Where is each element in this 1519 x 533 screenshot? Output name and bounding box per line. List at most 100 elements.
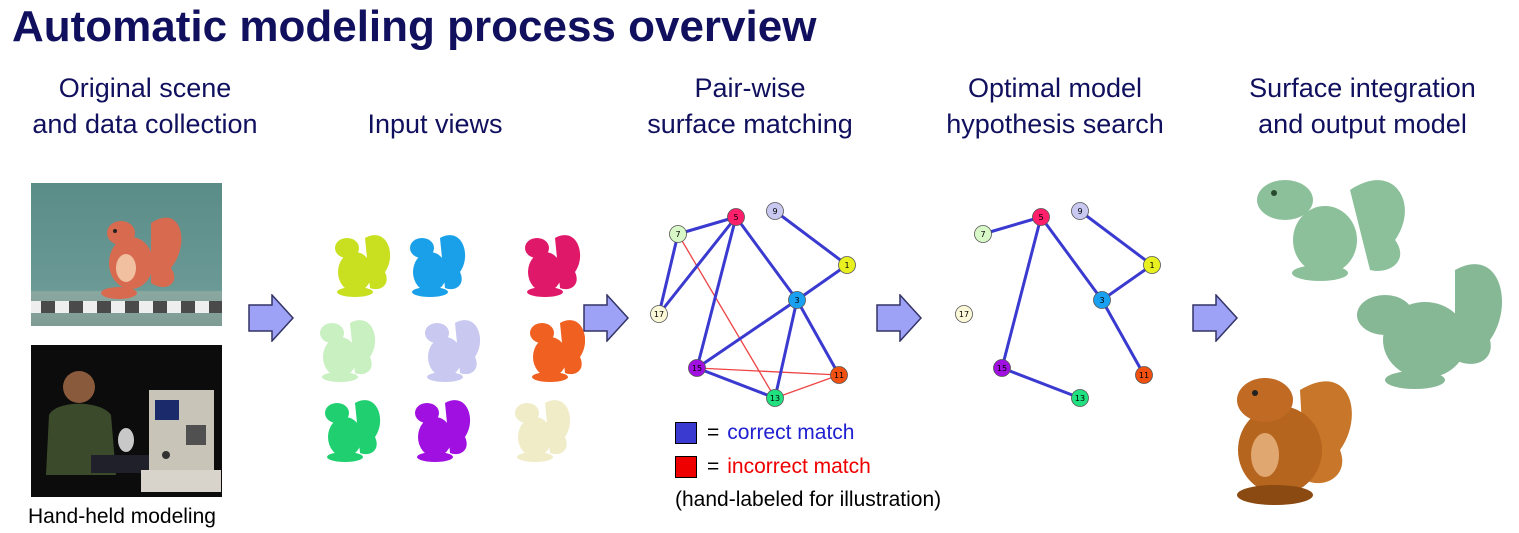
graph-node: [788, 291, 806, 309]
legend-swatch-correct: [675, 422, 697, 444]
stage-heading-line: Optimal model: [967, 73, 1143, 103]
graph-node: [766, 202, 784, 220]
original-scene-photo: [31, 183, 222, 326]
graph-node-label: 1: [844, 261, 849, 270]
graph-node-label: 17: [654, 310, 664, 319]
edge-correct: [774, 209, 848, 267]
edge-correct: [657, 233, 680, 315]
output-models: [1237, 180, 1503, 505]
input-view-squirrel: [335, 235, 391, 297]
photo-caption: Hand-held modeling: [28, 505, 216, 528]
graph-node-label: 3: [794, 296, 799, 305]
graph-node: [727, 208, 745, 226]
edge-correct: [1000, 216, 1043, 369]
graph-node-label: 11: [1139, 371, 1149, 380]
input-view-squirrel: [410, 235, 466, 297]
graph-node-label: 13: [1075, 394, 1085, 403]
graph-node: [830, 366, 848, 384]
output-model-green-top: [1257, 180, 1405, 281]
arrow-right-icon: [248, 294, 294, 342]
graph-node: [974, 225, 992, 243]
edge-correct: [734, 216, 799, 301]
stage-heading-line: Pair-wise: [694, 73, 806, 103]
edge-correct: [795, 299, 841, 376]
edge-correct: [1039, 216, 1104, 301]
graph-node: [838, 256, 856, 274]
input-view-squirrel: [530, 320, 585, 382]
input-view-squirrel: [515, 400, 571, 462]
stage-heading-input-views: Input views: [320, 106, 550, 142]
graph-node: [955, 305, 973, 323]
input-view-squirrel: [425, 320, 481, 382]
graph-node: [766, 389, 784, 407]
legend-incorrect: = incorrect match: [675, 455, 871, 479]
graph-node: [650, 305, 668, 323]
input-view-squirrel: [415, 400, 471, 462]
graph-node: [1071, 389, 1089, 407]
page-title: Automatic modeling process overview: [12, 2, 817, 51]
graph-node: [993, 359, 1011, 377]
input-views-grid: [320, 235, 585, 462]
edge-correct: [1079, 209, 1153, 267]
graph-node: [1143, 256, 1161, 274]
edge-correct: [1101, 263, 1153, 302]
input-view-squirrel: [320, 320, 376, 382]
edge-correct: [773, 299, 799, 399]
input-view-squirrel: [325, 400, 381, 462]
edge-correct: [696, 298, 798, 370]
legend-correct: = correct match: [675, 421, 854, 445]
graph-node-label: 9: [1077, 207, 1082, 216]
edge-correct: [696, 366, 776, 400]
graph-node-label: 13: [770, 394, 780, 403]
graph-node: [688, 359, 706, 377]
hand-held-modeling-photo: [31, 345, 222, 497]
graph-node-label: 7: [675, 230, 680, 239]
graph-node-label: 5: [733, 213, 738, 222]
graph-node-label: 15: [692, 364, 702, 373]
stage-heading-hypothesis-search: Optimal model hypothesis search: [920, 70, 1190, 142]
graph-node-label: 1: [1149, 261, 1154, 270]
edge-correct: [1001, 366, 1081, 400]
legend-swatch-incorrect: [675, 456, 697, 478]
arrow-right-icon: [1192, 294, 1238, 342]
arrow-right-icon: [583, 294, 629, 342]
edge-incorrect: [774, 374, 840, 399]
stage-heading-surface-integration: Surface integration and output model: [1220, 70, 1505, 142]
output-model-green-right: [1357, 264, 1503, 389]
edge-correct: [677, 215, 737, 236]
edge-incorrect: [696, 367, 840, 376]
edge-correct: [1100, 299, 1146, 376]
stage-heading-line: Surface integration: [1249, 73, 1476, 103]
graph-node-label: 11: [834, 371, 844, 380]
stage-heading-line: hypothesis search: [946, 109, 1164, 139]
edge-correct: [982, 215, 1042, 236]
legend-incorrect-label: incorrect match: [727, 455, 871, 478]
stage-heading-pairwise-matching: Pair-wise surface matching: [615, 70, 885, 142]
stage-heading-line: and output model: [1258, 109, 1467, 139]
legend-correct-label: correct match: [727, 421, 855, 444]
edge-correct: [695, 216, 738, 369]
graph-node: [1135, 366, 1153, 384]
stage-heading-line: surface matching: [647, 109, 853, 139]
graph-node-label: 7: [980, 230, 985, 239]
graph-node-label: 17: [959, 310, 969, 319]
edge-correct: [796, 263, 848, 302]
stage-heading-line: and data collection: [32, 109, 258, 139]
legend-note: (hand-labeled for illustration): [675, 488, 942, 511]
graph-node-label: 9: [772, 207, 777, 216]
stage-heading-line: Input views: [367, 109, 503, 139]
graph-node-label: 15: [997, 364, 1007, 373]
output-model-brown: [1237, 378, 1352, 505]
graph-node: [1032, 208, 1050, 226]
arrow-right-icon: [876, 294, 922, 342]
stage-heading-original-scene: Original scene and data collection: [10, 70, 280, 142]
stage-heading-line: Original scene: [58, 73, 232, 103]
graph-node: [1093, 291, 1111, 309]
edge-correct: [657, 216, 738, 315]
pairwise-matching-graph: 5 9 7 1 17 3 15 11 13: [650, 202, 856, 407]
legend-eq: =: [707, 421, 720, 444]
graph-node: [669, 225, 687, 243]
graph-node-label: 5: [1038, 213, 1043, 222]
input-view-squirrel: [525, 235, 581, 297]
